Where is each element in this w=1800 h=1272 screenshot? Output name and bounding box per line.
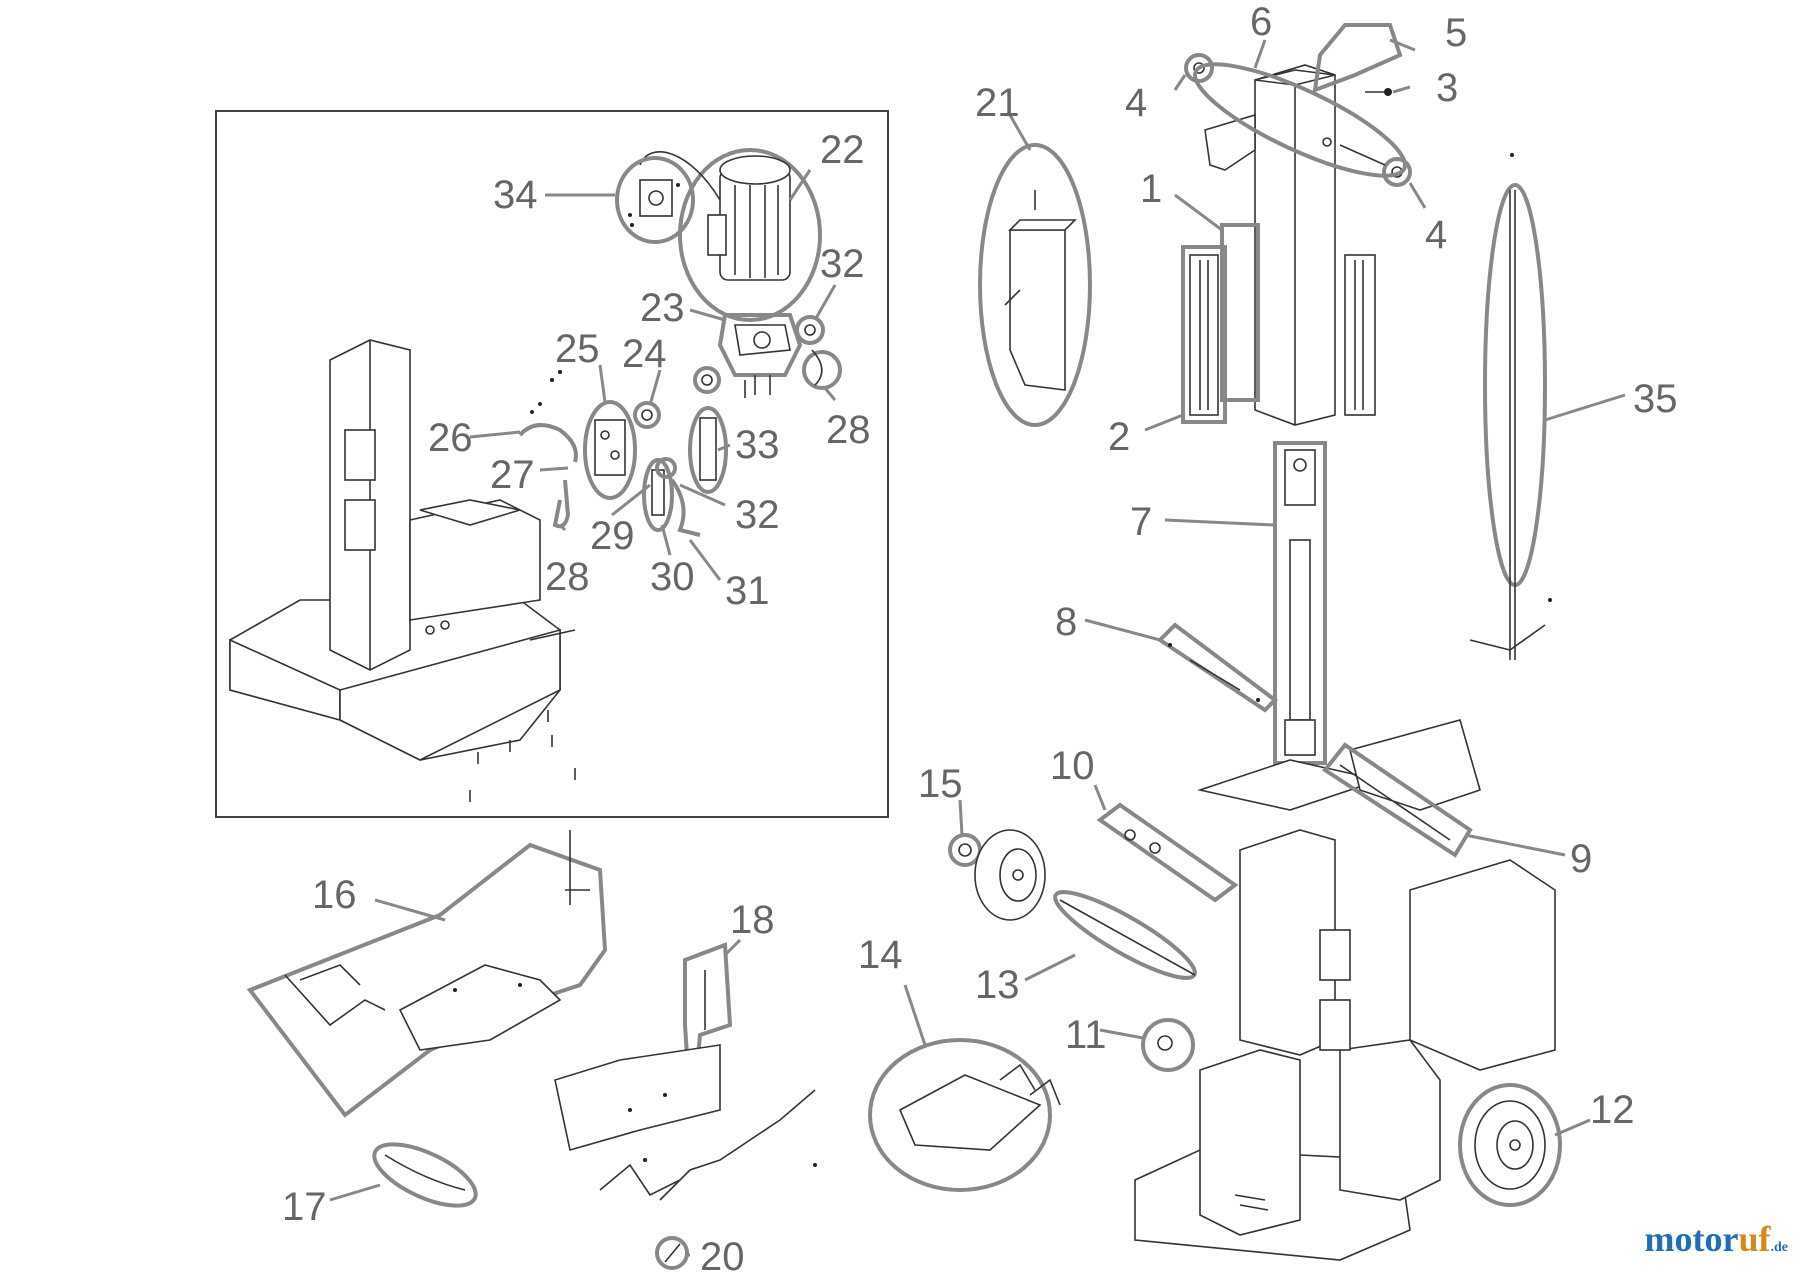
inset-leaders	[469, 169, 837, 581]
column-assembly	[1144, 23, 1427, 432]
part-label-7: 7	[1130, 500, 1152, 544]
part-label-1: 1	[1140, 167, 1162, 211]
part-label-32-lower: 32	[735, 493, 780, 537]
part-label-32-upper: 32	[820, 242, 865, 286]
part-label-10: 10	[1050, 744, 1095, 788]
part-label-14: 14	[858, 933, 903, 977]
part-label-29: 29	[590, 514, 635, 558]
part-label-17: 17	[282, 1185, 327, 1229]
part-label-9: 9	[1570, 837, 1592, 881]
part-label-20: 20	[700, 1235, 745, 1272]
part-label-5: 5	[1445, 11, 1467, 55]
part-label-16: 16	[312, 873, 357, 917]
inset-screws	[469, 370, 576, 802]
part-label-21: 21	[975, 81, 1020, 125]
support-plate	[1084, 618, 1279, 713]
pump-flange	[717, 313, 803, 398]
part-label-4-bottom: 4	[1425, 213, 1447, 257]
inset-machine-frame	[229, 339, 576, 761]
part-label-25: 25	[555, 327, 600, 371]
motoruf-watermark: motoruf.de	[1645, 1218, 1788, 1260]
part-label-11: 11	[1065, 1013, 1107, 1057]
hydraulic-fittings	[518, 315, 842, 537]
part-label-30: 30	[650, 555, 695, 599]
part-label-2: 2	[1108, 415, 1130, 459]
hydraulic-cylinder	[1164, 441, 1327, 765]
part-label-18: 18	[730, 898, 775, 942]
part-label-24: 24	[622, 332, 667, 376]
switch-box	[615, 156, 695, 244]
hydraulic-assembly-inset	[215, 110, 889, 818]
part-label-27: 27	[490, 453, 535, 497]
electric-motor	[639, 148, 822, 322]
part-label-26: 26	[428, 416, 473, 460]
part-label-28-right: 28	[826, 408, 871, 452]
part-label-23: 23	[640, 286, 685, 330]
part-label-31: 31	[725, 569, 770, 613]
part-label-15: 15	[918, 762, 963, 806]
watermark-suffix: .de	[1770, 1240, 1789, 1255]
part-label-34: 34	[493, 173, 538, 217]
part-label-8: 8	[1055, 600, 1077, 644]
part-label-3: 3	[1436, 66, 1458, 110]
part-label-33: 33	[735, 423, 780, 467]
lever-assembly	[246, 830, 817, 1270]
part-label-28-left: 28	[545, 555, 590, 599]
watermark-brand-b: uf	[1738, 1219, 1771, 1259]
watermark-brand-a: motor	[1644, 1219, 1739, 1259]
part-number-labels: 34 22 32 23 28 25 24 26 33 27 32 29 28 3…	[282, 0, 1678, 1272]
control-rod	[1469, 153, 1626, 660]
part-label-22: 22	[820, 128, 865, 172]
splitting-wedge	[978, 114, 1092, 427]
part-label-4-top: 4	[1125, 81, 1147, 125]
part-label-13: 13	[975, 963, 1020, 1007]
base-frame	[868, 719, 1591, 1261]
part-label-6: 6	[1250, 0, 1272, 44]
part-label-12: 12	[1590, 1088, 1635, 1132]
part-label-35: 35	[1633, 377, 1678, 421]
